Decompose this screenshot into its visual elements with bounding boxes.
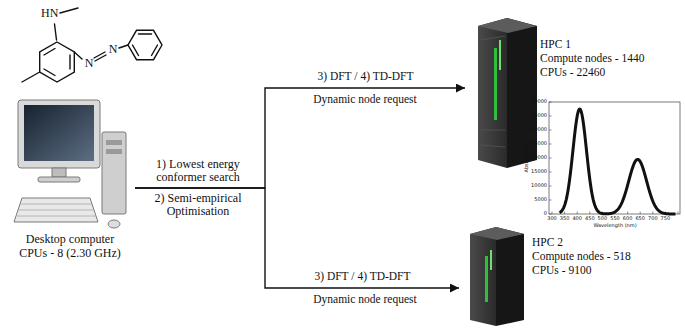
server-side: [496, 227, 524, 326]
server-icon: [470, 227, 524, 326]
status-light: [499, 40, 501, 70]
monitor-base: [38, 177, 80, 182]
double-bond: [44, 49, 55, 56]
node-title: Desktop computer: [5, 232, 135, 246]
chart-axes: [549, 102, 680, 214]
bond: [74, 52, 82, 59]
mouse: [108, 220, 120, 228]
status-light: [494, 48, 497, 120]
server-panels: [481, 36, 505, 147]
axis-tick-label: 450: [580, 216, 600, 222]
server-node: HPC 2Compute nodes - 518CPUs - 9100: [460, 222, 631, 328]
axis-tick-label: 750: [655, 216, 675, 222]
server-node: HPC 1Compute nodes - 1440CPUs - 22460: [466, 16, 644, 170]
node-spec: Compute nodes - 1440: [540, 52, 644, 66]
axis-tick-label: 600: [618, 216, 638, 222]
computer-node: Desktop computerCPUs - 8 (2.30 GHz): [5, 98, 135, 261]
drive-bay: [106, 149, 122, 154]
edge-label: 3) DFT / 4) TD-DFT: [298, 270, 428, 284]
axis-tick-label: 35000: [526, 113, 547, 119]
flow-arrow: [135, 188, 459, 288]
keyboard-keys: [17, 204, 96, 216]
double-bond: [44, 69, 55, 76]
bond: [55, 24, 57, 40]
atom-label: HN: [41, 7, 65, 20]
step-label: 1) Lowest energy conformer search: [140, 158, 256, 184]
double-bond: [69, 55, 70, 69]
azo-double-bond: [94, 52, 105, 58]
methyl-bond: [60, 8, 78, 13]
drive-bay: [106, 140, 122, 145]
axis-tick-label: 300: [542, 216, 562, 222]
status-light: [485, 256, 488, 302]
server-top: [478, 18, 537, 33]
status-light: [490, 250, 492, 270]
methyl-bond: [22, 72, 40, 82]
axis-tick-label: 550: [605, 216, 625, 222]
axis-tick-label: 400: [567, 216, 587, 222]
flow-arrow: [135, 88, 465, 188]
node-spec: CPUs - 8 (2.30 GHz): [5, 246, 135, 260]
absorbance-curve: [560, 109, 676, 214]
keyboard: [14, 198, 98, 222]
double-bond: [133, 45, 139, 56]
axis-title: Absorbance: [524, 138, 530, 178]
monitor-stand: [52, 168, 66, 177]
atom-label: N: [83, 57, 95, 70]
step-label: Dynamic node request: [300, 93, 430, 106]
node-spec: Compute nodes - 518: [532, 250, 631, 264]
bond: [119, 45, 128, 48]
server-front: [470, 227, 496, 326]
node-title: HPC 1: [540, 38, 644, 52]
axis-tick-label: 0: [526, 211, 547, 217]
node-spec: CPUs - 22460: [540, 66, 644, 80]
edge-label: 3) DFT / 4) TD-DFT: [301, 70, 431, 84]
spectrum-chart: [549, 102, 680, 214]
axis-tick-label: 700: [643, 216, 663, 222]
axis-tick-label: 350: [555, 216, 575, 222]
step-label: Dynamic node request: [300, 293, 430, 306]
axis-tick-label: 40000: [526, 99, 547, 105]
molecule-drawing: [22, 8, 162, 82]
node-title: HPC 2: [532, 236, 631, 250]
benzene-ring: [128, 30, 162, 59]
server-front: [478, 18, 507, 168]
monitor: [18, 100, 100, 168]
server-top: [470, 227, 524, 240]
computer-tower: [102, 132, 126, 214]
axis-ticks: [549, 102, 678, 214]
benzene-ring: [40, 42, 75, 82]
axis-tick-label: 5000: [526, 197, 547, 203]
axis-tick-label: 500: [592, 216, 612, 222]
desktop-computer-icon: [14, 100, 126, 228]
axis-title: Wavelength (nm): [580, 223, 650, 229]
double-bond: [139, 33, 152, 34]
double-bond: [152, 45, 158, 56]
axis-tick-label: 10000: [526, 183, 547, 189]
axis-tick-label: 650: [630, 216, 650, 222]
screen: [24, 105, 94, 161]
atom-label: N: [107, 43, 119, 56]
axis-tick-label: 30000: [526, 127, 547, 133]
node-spec: CPUs - 9100: [532, 264, 631, 278]
step-label: 2) Semi-empirical Optimisation: [140, 192, 256, 218]
